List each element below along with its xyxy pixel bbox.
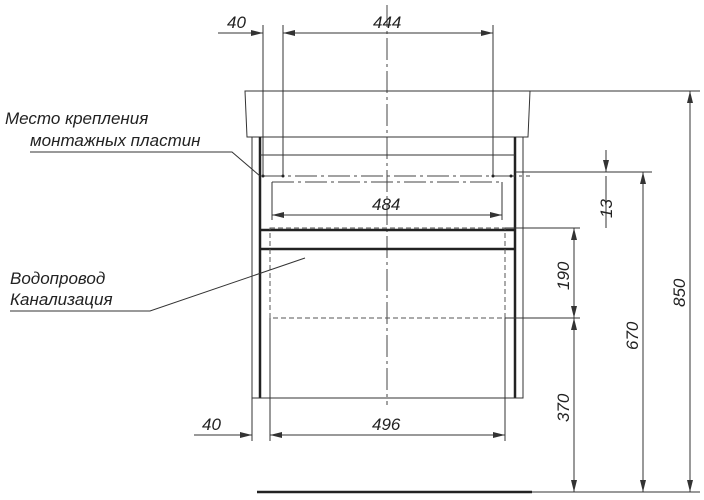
- mount-leader-line: [30, 151, 261, 177]
- dim-total-height: 850: [670, 278, 689, 307]
- dim-mount-height: 670: [623, 321, 642, 350]
- dim-bottom-offset: 40: [202, 415, 221, 434]
- dim-bottom-width: 496: [372, 415, 401, 434]
- dim-inner-width: 484: [372, 195, 400, 214]
- dim-top-plate-span: 444: [373, 13, 401, 32]
- pipes-leader-line: [10, 257, 306, 312]
- sink-outline: [244, 90, 531, 138]
- label-mount-line1: Место крепления: [5, 109, 148, 128]
- label-sewage: Канализация: [10, 290, 113, 309]
- dim-mount-offset: 13: [597, 199, 616, 218]
- dim-top-offset: 40: [227, 13, 246, 32]
- dim-utility-zone-floor: 370: [554, 393, 573, 422]
- dim-utility-zone-height: 190: [554, 261, 573, 290]
- label-mount-line2: монтажных пластин: [30, 131, 201, 150]
- utility-zone-hatch: [269, 227, 506, 319]
- label-water-supply: Водопровод: [10, 269, 105, 288]
